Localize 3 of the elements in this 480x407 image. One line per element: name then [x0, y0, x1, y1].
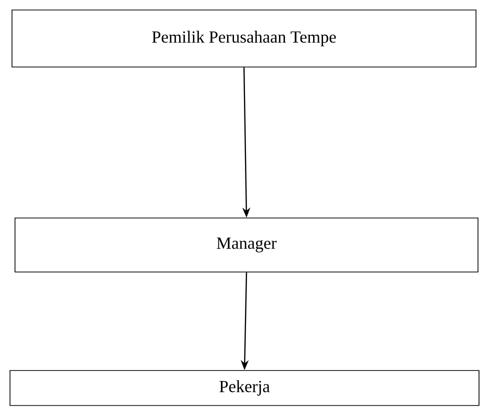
- process-box: Manager: [14, 218, 478, 272]
- process-box: Pekerja: [10, 370, 480, 406]
- process-box: Pemilik Perusahaan Tempe: [12, 10, 476, 68]
